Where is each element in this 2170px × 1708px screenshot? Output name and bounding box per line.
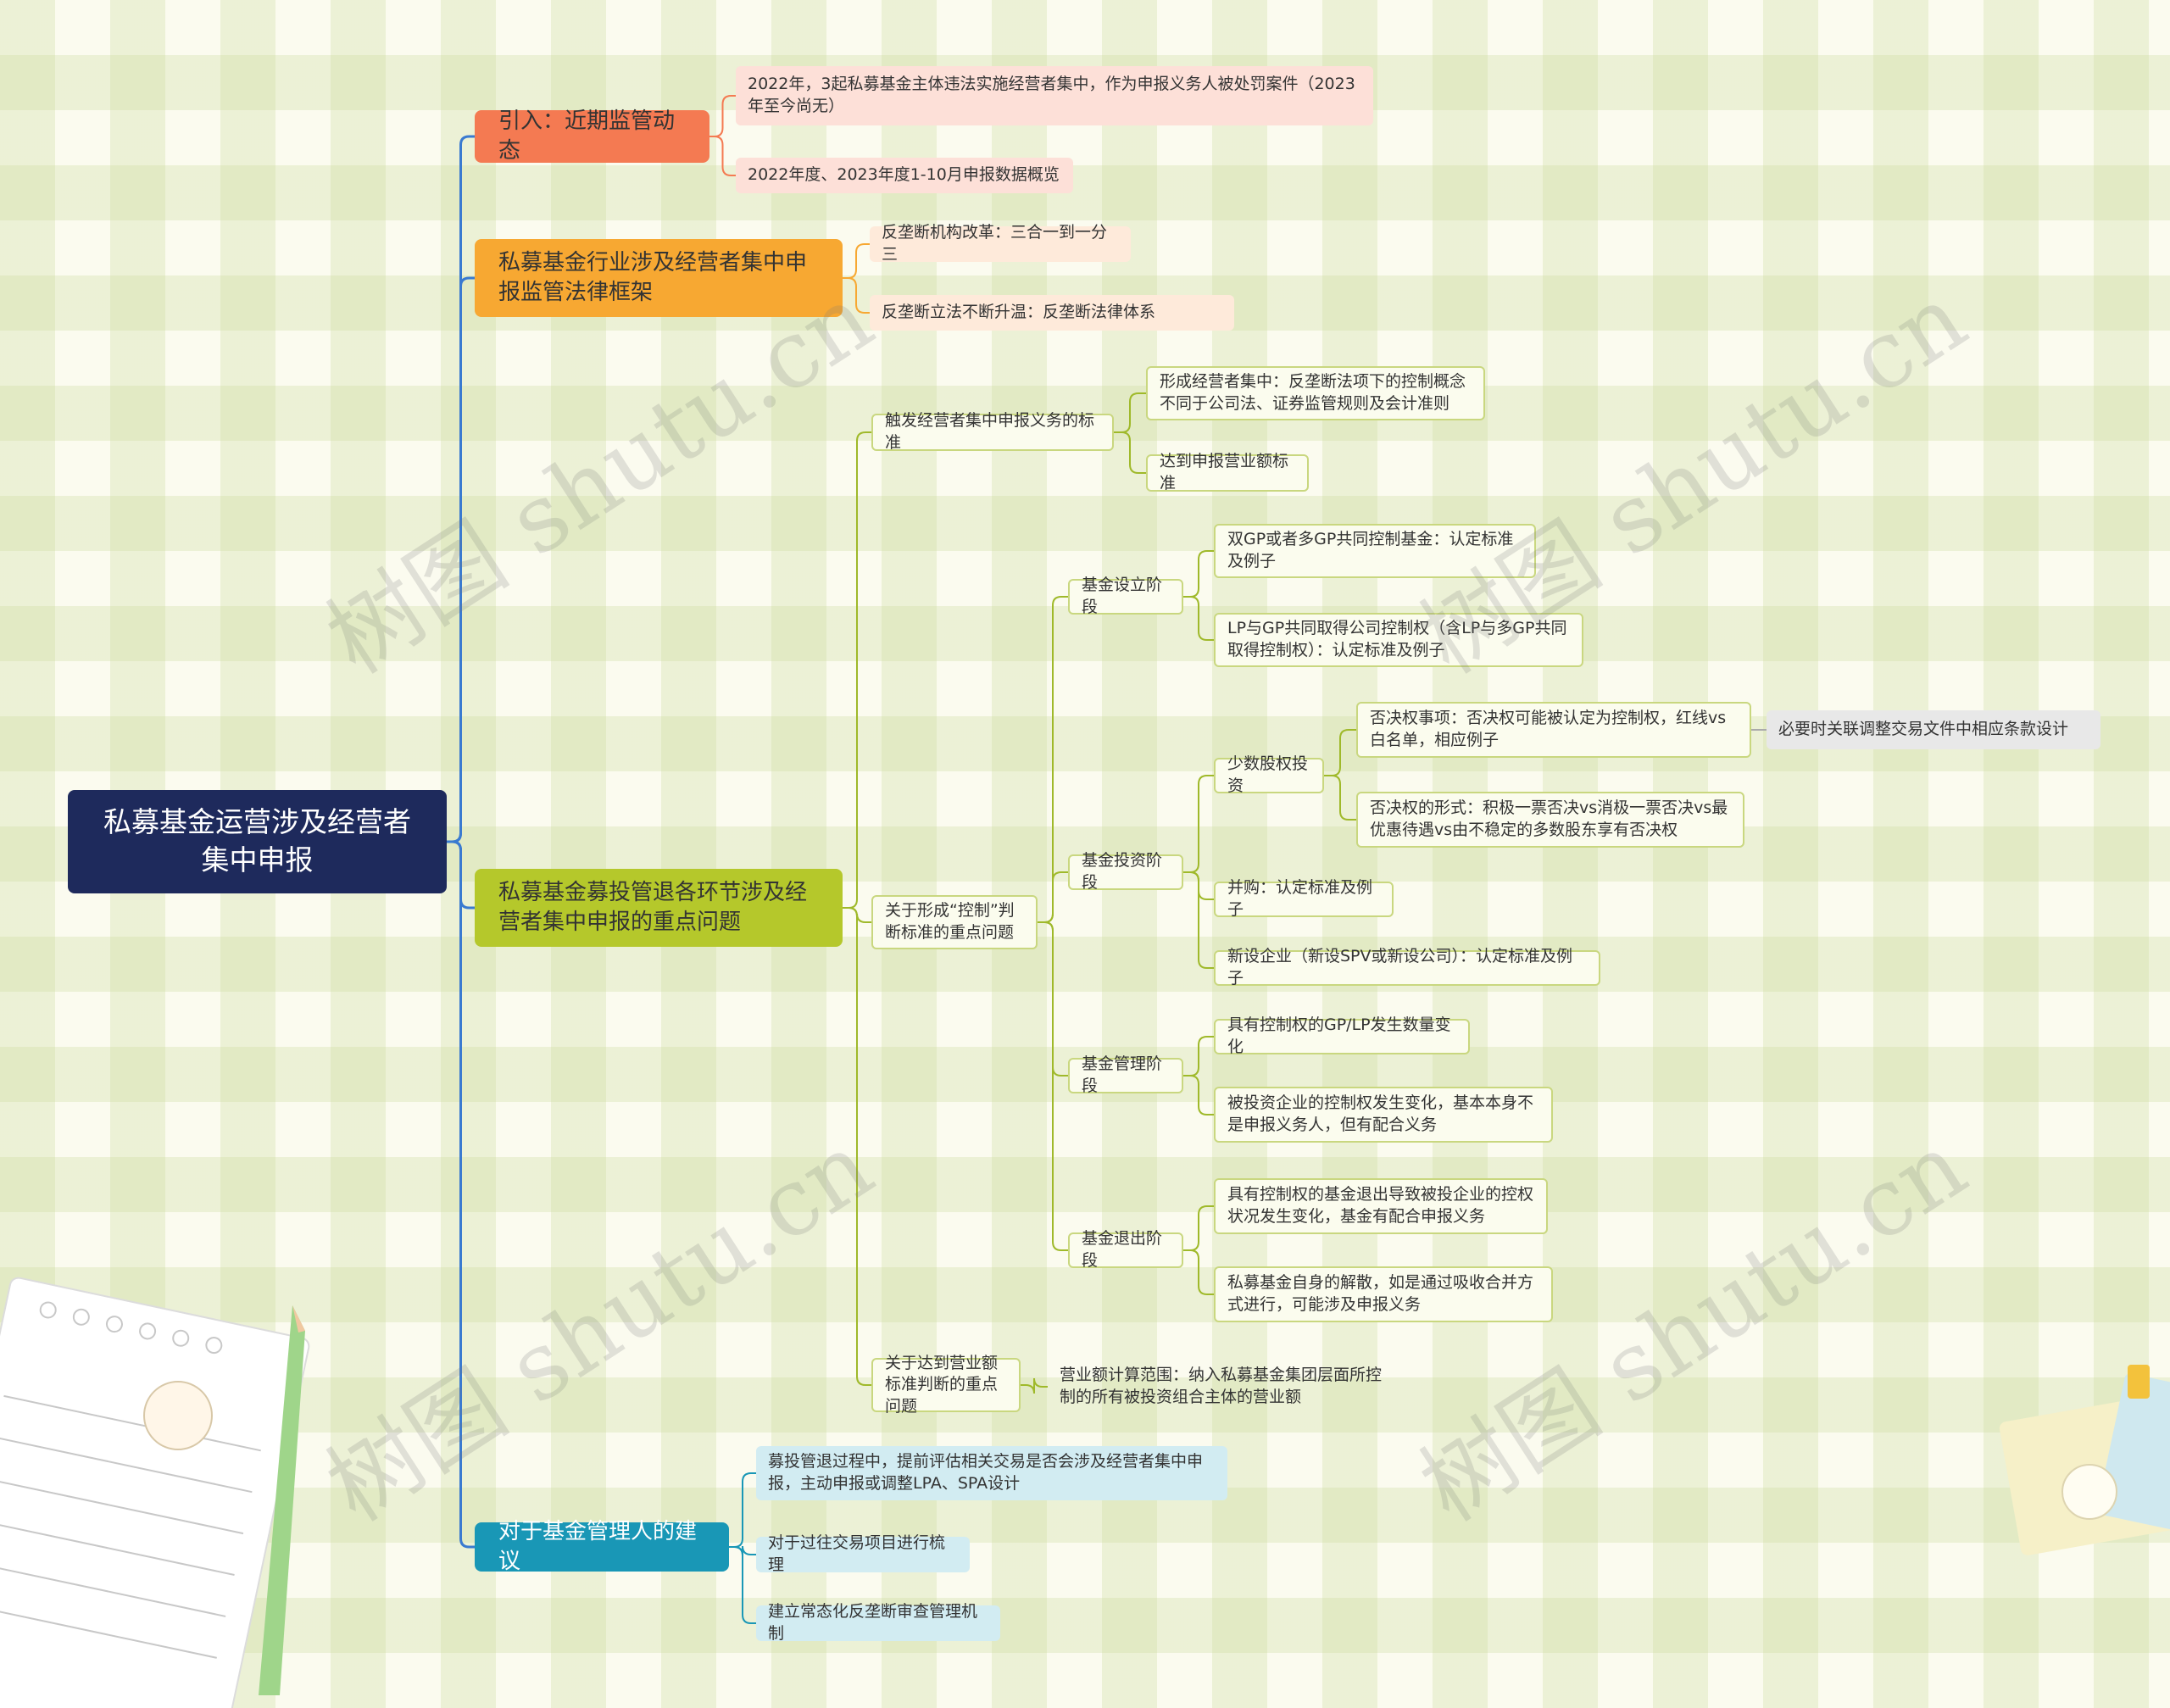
connector-line <box>843 432 871 908</box>
topic-lp-gp-joint-control[interactable]: LP与GP共同取得公司控制权（含LP与多GP共同取得控制权）：认定标准及例子 <box>1214 613 1583 667</box>
connector-line <box>729 1547 756 1623</box>
stage-fund-management[interactable]: 基金管理阶段 <box>1068 1058 1183 1093</box>
connector-line <box>1114 393 1146 432</box>
topic-veto-forms[interactable]: 否决权的形式：积极一票否决vs消极一票否决vs最优惠待遇vs由不稳定的多数股东享… <box>1356 792 1744 848</box>
connector-line <box>1324 776 1356 820</box>
topic-turnover-judgment[interactable]: 关于达到营业额标准判断的重点问题 <box>871 1358 1021 1412</box>
topic-antitrust-legislation[interactable]: 反垄断立法不断升温：反垄断法律体系 <box>870 295 1234 331</box>
topic-control-concept[interactable]: 形成经营者集中：反垄断法项下的控制概念不同于公司法、证券监管规则及会计准则 <box>1146 366 1485 420</box>
connector-line <box>709 136 736 175</box>
topic-veto-matters[interactable]: 否决权事项：否决权可能被认定为控制权，红线vs白名单，相应例子 <box>1356 702 1751 758</box>
connector-line <box>709 96 736 136</box>
connector-line <box>1021 1378 1048 1394</box>
connector-line <box>447 278 475 842</box>
connector-line <box>843 908 871 1385</box>
stage-fund-investment[interactable]: 基金投资阶段 <box>1068 854 1183 890</box>
connector-line <box>1183 551 1214 597</box>
branch-key-issues[interactable]: 私募基金募投管退各环节涉及经营者集中申报的重点问题 <box>475 869 843 947</box>
connector-line <box>1183 597 1214 640</box>
connector-line <box>1183 1206 1214 1250</box>
connector-line <box>1114 432 1146 473</box>
stage-fund-exit[interactable]: 基金退出阶段 <box>1068 1232 1183 1268</box>
connector-line <box>843 244 870 278</box>
topic-exit-control-change[interactable]: 具有控制权的基金退出导致被投企业的控权状况发生变化，基金有配合申报义务 <box>1214 1178 1548 1234</box>
topic-advance-assessment[interactable]: 募投管退过程中，提前评估相关交易是否会涉及经营者集中申报，主动申报或调整LPA、… <box>756 1446 1227 1500</box>
connector-line <box>1038 872 1068 922</box>
topic-minority-investment[interactable]: 少数股权投资 <box>1214 758 1324 793</box>
connector-line <box>1183 1250 1214 1294</box>
branch-regulatory-trends[interactable]: 引入：近期监管动态 <box>475 110 709 163</box>
connector-line <box>1038 597 1068 922</box>
connector-line <box>447 842 475 1547</box>
topic-control-judgment[interactable]: 关于形成“控制”判断标准的重点问题 <box>871 895 1038 949</box>
topic-penalty-cases[interactable]: 2022年，3起私募基金主体违法实施经营者集中，作为申报义务人被处罚案件（202… <box>736 66 1373 125</box>
connector-line <box>1183 776 1214 872</box>
stage-fund-setup[interactable]: 基金设立阶段 <box>1068 579 1183 615</box>
topic-turnover-threshold[interactable]: 达到申报营业额标准 <box>1146 454 1309 492</box>
connector-line <box>843 278 870 313</box>
connector-line <box>1038 922 1068 1250</box>
connector-line <box>1183 1076 1214 1115</box>
topic-mergers[interactable]: 并购：认定标准及例子 <box>1214 882 1394 917</box>
topic-filing-trigger-standard[interactable]: 触发经营者集中申报义务的标准 <box>871 414 1114 451</box>
connector-line <box>1324 730 1356 776</box>
topic-new-entity[interactable]: 新设企业（新设SPV或新设公司）：认定标准及例子 <box>1214 950 1600 986</box>
connector-line <box>1183 1037 1214 1076</box>
topic-fund-dissolution[interactable]: 私募基金自身的解散，如是通过吸收合并方式进行，可能涉及申报义务 <box>1214 1266 1553 1322</box>
topic-portfolio-control-change[interactable]: 被投资企业的控制权发生变化，基本本身不是申报义务人，但有配合义务 <box>1214 1087 1553 1143</box>
connector-line <box>729 1473 756 1547</box>
note-adjust-deal-documents[interactable]: 必要时关联调整交易文件中相应条款设计 <box>1767 710 2100 749</box>
root-topic[interactable]: 私募基金运营涉及经营者集中申报 <box>68 790 447 893</box>
topic-agency-reform[interactable]: 反垄断机构改革：三合一到一分三 <box>870 226 1131 262</box>
topic-turnover-scope[interactable]: 营业额计算范围：纳入私募基金集团层面所控制的所有被投资组合主体的营业额 <box>1048 1360 1404 1414</box>
topic-gp-lp-count-change[interactable]: 具有控制权的GP/LP发生数量变化 <box>1214 1019 1470 1054</box>
branch-legal-framework[interactable]: 私募基金行业涉及经营者集中申报监管法律框架 <box>475 239 843 317</box>
branch-recommendations[interactable]: 对于基金管理人的建议 <box>475 1522 729 1572</box>
connector-line <box>1183 872 1214 968</box>
topic-routine-mechanism[interactable]: 建立常态化反垄断审查管理机制 <box>756 1605 1000 1641</box>
topic-joint-gp-control[interactable]: 双GP或者多GP共同控制基金：认定标准及例子 <box>1214 524 1536 578</box>
topic-review-past-deals[interactable]: 对于过往交易项目进行梳理 <box>756 1537 970 1572</box>
topic-filing-data[interactable]: 2022年度、2023年度1-10月申报数据概览 <box>736 158 1073 193</box>
